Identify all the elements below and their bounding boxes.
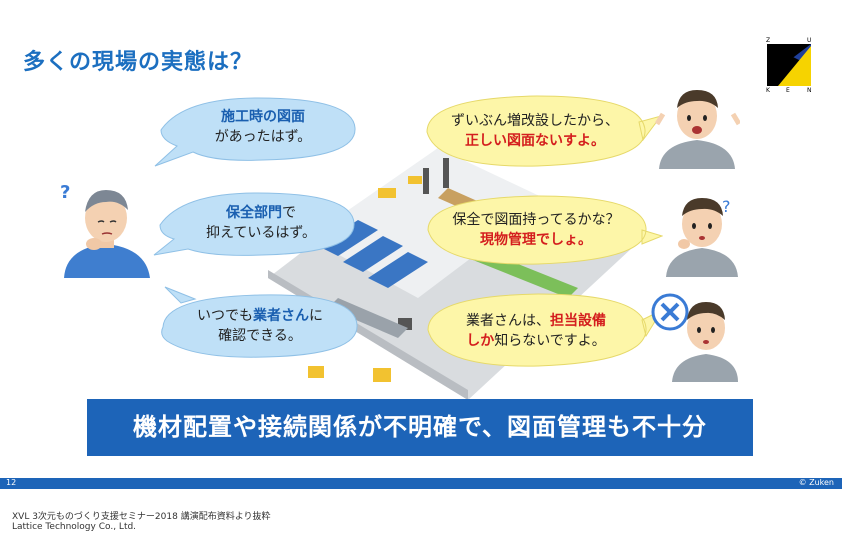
bubble-right-1-line1: ずいぶん増改設したから、	[451, 113, 619, 129]
bubble-left-1-emphasis: 施工時の図面	[221, 109, 305, 125]
slide: 多くの現場の実態は？ Z U K E N	[23, 37, 812, 456]
page-number: 12	[6, 478, 17, 487]
bubble-right-3-text: 業者さんは、担当設備 しか知らないですよ。	[431, 311, 641, 351]
bubble-right-1-text: ずいぶん増改設したから、 正しい図面ないすよ。	[430, 111, 640, 151]
copyright: © Zuken	[798, 478, 834, 487]
speech-bubble-left-2	[153, 192, 355, 256]
zuken-logo: Z U K E N	[766, 37, 812, 92]
bubble-left-1-line2: があったはず。	[214, 129, 312, 145]
worker-2-person: ?	[666, 197, 738, 277]
bubble-right-3-line1-pre: 業者さんは、	[466, 313, 550, 329]
bubble-left-3-emphasis: 業者さん	[253, 308, 309, 324]
bubble-left-3-text: いつでも業者さんに 確認できる。	[170, 306, 350, 346]
speech-bubble-right-2	[427, 195, 663, 265]
speech-bubble-left-3	[161, 286, 358, 358]
bubble-left-2-line1-rest: で	[282, 205, 296, 221]
worker-3-person	[651, 293, 738, 382]
speech-bubble-right-1	[426, 95, 662, 167]
bubble-left-1-text: 施工時の図面 があったはず。	[178, 107, 348, 147]
bubble-right-2-line1: 保全で図面持ってるかな？	[452, 212, 620, 228]
bubble-right-3-emphasis: 担当設備	[550, 313, 606, 329]
logo-letter-k: K	[766, 87, 771, 92]
svg-text:?: ?	[60, 182, 70, 203]
bubble-right-2-emphasis: 現物管理でしょ。	[480, 232, 592, 248]
source-company: Lattice Technology Co., Ltd.	[12, 522, 137, 532]
bubble-left-2-text: 保全部門で 抑えているはず。	[176, 203, 346, 243]
logo-letter-n: N	[807, 87, 812, 92]
bubble-left-2-line2: 抑えているはず。	[206, 225, 316, 241]
bubble-right-3-line2-rest: 知らないですよ。	[494, 333, 606, 349]
worker-1-person	[655, 90, 740, 169]
summary-banner: 機材配置や接続関係が不明確で、図面管理も不十分	[87, 399, 753, 456]
svg-text:?: ?	[722, 197, 731, 216]
logo-letter-z: Z	[766, 37, 770, 44]
logo-letter-e: E	[786, 87, 790, 92]
bubble-right-1-emphasis: 正しい図面ないすよ。	[465, 133, 605, 149]
bubble-right-3-emphasis-2: しか	[466, 333, 495, 349]
slide-title: 多くの現場の実態は？	[23, 50, 254, 75]
bubble-right-2-text: 保全で図面持ってるかな？ 現物管理でしょ。	[431, 210, 641, 250]
logo-letter-u: U	[807, 37, 811, 44]
bubble-left-3-line2: 確認できる。	[218, 328, 302, 344]
bubble-left-3-line1-pre: いつでも	[197, 308, 253, 324]
bubble-left-3-line1-rest: に	[309, 308, 323, 324]
bubble-left-2-emphasis: 保全部門	[226, 205, 282, 221]
footer-bar	[0, 478, 842, 489]
speech-bubble-left-1	[154, 97, 356, 167]
source-caption: XVL 3次元ものづくり支援セミナー2018 講演配布資料より抜粋	[12, 512, 271, 522]
manager-thinking-person: ?	[60, 182, 150, 278]
